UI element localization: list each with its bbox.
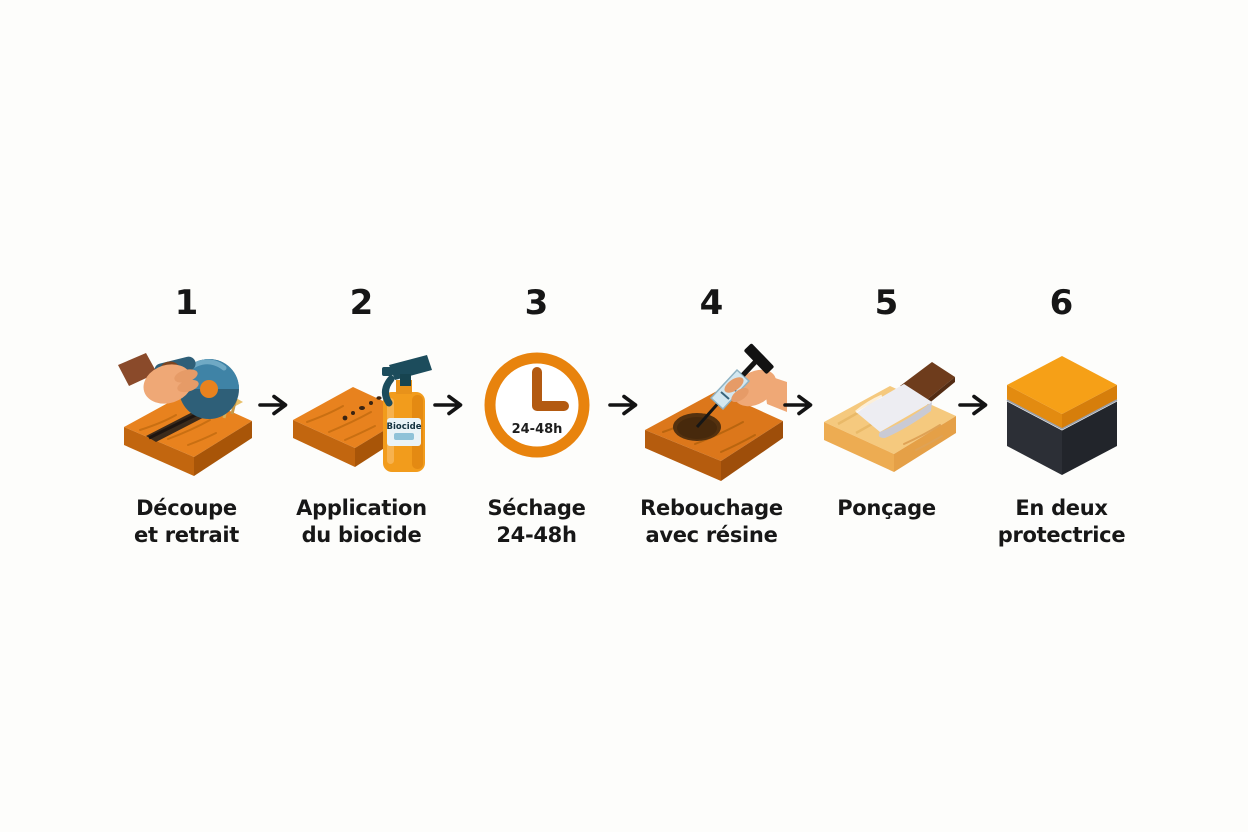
step-label: Découpe et retrait [134, 495, 239, 550]
step-number: 4 [699, 282, 724, 323]
step-label-line: Rebouchage [640, 495, 783, 520]
step-label: Séchage 24-48h [487, 495, 585, 550]
step-number: 3 [524, 282, 549, 323]
step-number: 1 [174, 282, 199, 323]
arrow-icon [607, 390, 642, 420]
step-number: 2 [349, 282, 374, 323]
step-label-line: avec résine [645, 523, 778, 547]
step-label-line: Ponçage [837, 495, 936, 520]
step-label-line: Séchage [487, 495, 586, 520]
step-label-line: Découpe [136, 495, 237, 520]
step-number: 6 [1049, 282, 1074, 323]
step-label-line: protectrice [997, 523, 1126, 547]
arrow-icon [782, 390, 817, 420]
step-decoupe: 1 [117, 283, 257, 550]
process-flow: 1 [117, 283, 1132, 550]
step-label: Ponçage [837, 495, 936, 522]
arrow-icon [957, 390, 992, 420]
circular-saw-cutting-wood-icon [112, 327, 262, 487]
step-label-line: 24-48h [496, 523, 577, 547]
step-number: 5 [874, 282, 899, 323]
step-label-line: Application [296, 495, 427, 520]
resin-syringe-injection-icon [637, 327, 787, 487]
clock-icon: 24-48h [462, 327, 612, 487]
step-label: Rebouchage avec résine [640, 495, 783, 550]
step-protection: 6 En deux protectrice [992, 283, 1132, 550]
step-biocide: 2 [292, 283, 432, 550]
step-sechage: 3 24-48h Séchage 24-48h [467, 283, 607, 550]
step-label-line: En deux [1015, 495, 1108, 520]
step-label: En deux protectrice [998, 495, 1126, 550]
clock-duration-text: 24-48h [511, 422, 562, 437]
protective-layer-cube-icon [987, 327, 1137, 487]
step-poncage: 5 Ponçage [817, 283, 957, 522]
arrow-icon [257, 390, 292, 420]
biocide-spray-bottle-icon: Biocide [287, 327, 437, 487]
sanding-block-icon [812, 327, 962, 487]
step-label-line: du biocide [301, 523, 422, 547]
step-label: Application du biocide [296, 495, 427, 550]
step-rebouchage: 4 [640, 282, 787, 550]
step-label-line: et retrait [134, 523, 239, 547]
bottle-label-text: Biocide [386, 422, 421, 432]
arrow-icon [432, 390, 467, 420]
